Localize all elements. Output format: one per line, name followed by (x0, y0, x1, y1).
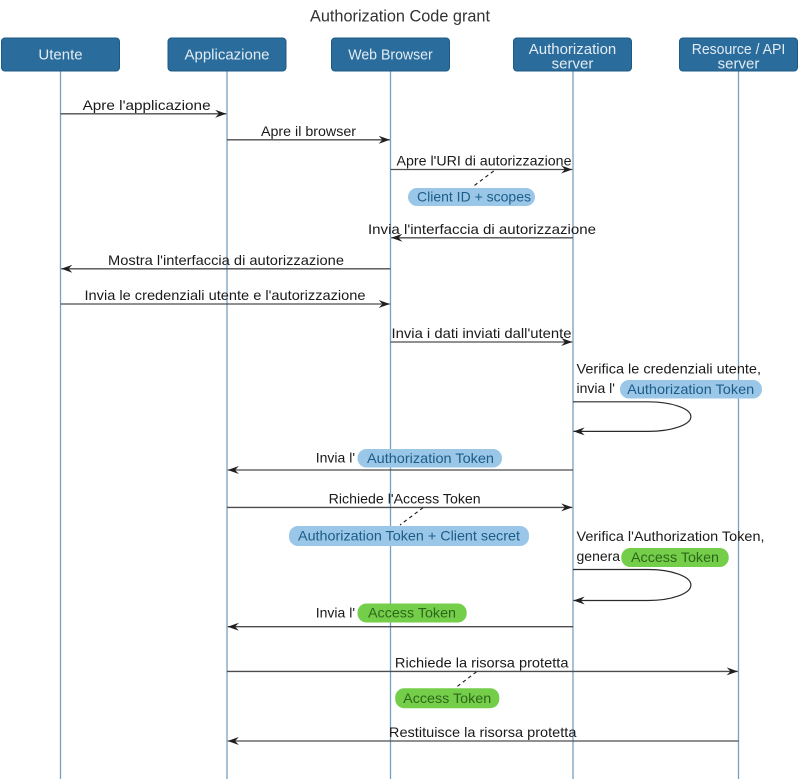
svg-text:Client ID + scopes: Client ID + scopes (417, 189, 531, 205)
svg-text:Apre l'applicazione: Apre l'applicazione (83, 97, 211, 113)
svg-text:genera: genera (577, 548, 621, 564)
svg-text:Mostra l'interfaccia di autori: Mostra l'interfaccia di autorizzazione (108, 252, 344, 268)
svg-text:Authorization Code grant: Authorization Code grant (310, 7, 490, 26)
svg-text:Authorization Token: Authorization Token (627, 381, 754, 397)
svg-text:Invia l': Invia l' (316, 605, 355, 621)
svg-text:Authorization Token: Authorization Token (367, 450, 494, 466)
svg-text:invia l': invia l' (577, 380, 615, 396)
svg-text:Richiede l'Access Token: Richiede l'Access Token (329, 491, 481, 507)
svg-text:Verifica le credenziali utente: Verifica le credenziali utente, (577, 361, 762, 377)
svg-text:Authorization Token + Client s: Authorization Token + Client secret (298, 528, 520, 544)
svg-text:Web Browser: Web Browser (348, 47, 433, 64)
svg-text:Apre il browser: Apre il browser (261, 123, 356, 139)
svg-text:Invia l': Invia l' (316, 450, 355, 466)
svg-text:Utente: Utente (38, 47, 82, 64)
svg-text:Richiede la risorsa protetta: Richiede la risorsa protetta (395, 655, 569, 671)
svg-text:server: server (718, 55, 760, 72)
svg-text:Applicazione: Applicazione (184, 47, 269, 64)
svg-text:Authorization: Authorization (529, 41, 617, 58)
svg-text:Access Token: Access Token (368, 605, 456, 621)
svg-text:server: server (552, 55, 594, 72)
svg-text:Invia i dati inviati dall'uten: Invia i dati inviati dall'utente (392, 325, 572, 341)
svg-text:Invia l'interfaccia di autoriz: Invia l'interfaccia di autorizzazione (368, 221, 596, 237)
svg-text:Verifica l'Authorization Token: Verifica l'Authorization Token, (577, 528, 765, 544)
svg-text:Access Token: Access Token (631, 549, 719, 565)
svg-text:Apre l'URI di autorizzazione: Apre l'URI di autorizzazione (397, 153, 572, 169)
svg-text:Resource / API: Resource / API (692, 41, 786, 58)
svg-text:Restituisce la risorsa protett: Restituisce la risorsa protetta (389, 724, 577, 740)
svg-text:Invia le credenziali utente e: Invia le credenziali utente e l'autorizz… (85, 287, 366, 303)
svg-text:Access Token: Access Token (403, 690, 491, 706)
